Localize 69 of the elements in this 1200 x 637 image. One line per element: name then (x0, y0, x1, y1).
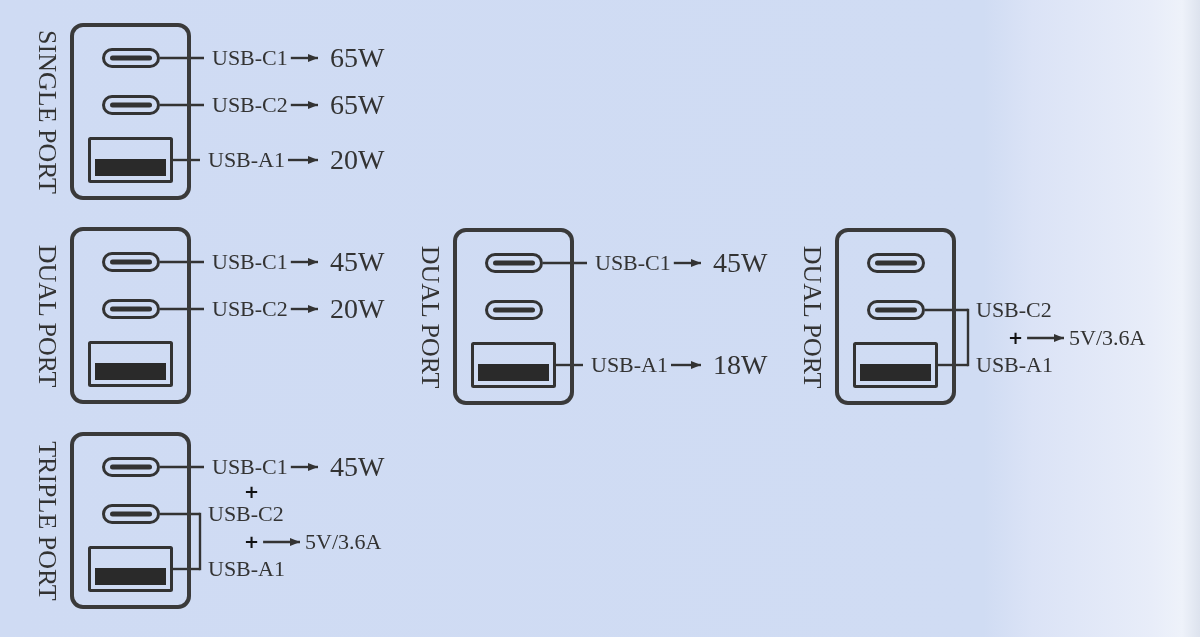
port-mode-label: DUAL PORT (417, 245, 443, 388)
usb-c-port-icon (102, 48, 160, 68)
arrow (290, 258, 318, 266)
usb-c-port-icon (485, 253, 543, 273)
leader-line (938, 363, 968, 367)
power-output: 45W (318, 450, 385, 484)
port-name: USB-C2 (204, 92, 291, 118)
usb-c-port-icon (485, 300, 543, 320)
port-name: USB-C2 (968, 297, 1055, 323)
power-output: 5V/3.6A (300, 529, 382, 555)
arrow (290, 463, 318, 471)
port-mode-label: SINGLE PORT (34, 29, 60, 194)
power-output: 45W (701, 246, 768, 280)
power-output: 5V/3.6A (1064, 325, 1146, 351)
arrow (1027, 334, 1064, 342)
port-mode-label: TRIPLE PORT (34, 440, 60, 601)
arrow (290, 54, 318, 62)
leader-line (160, 307, 204, 311)
arrow (263, 538, 300, 546)
power-output: 20W (318, 292, 385, 326)
power-output: 65W (318, 88, 385, 122)
port-name: USB-A1 (200, 147, 288, 173)
port-name: USB-C2 (204, 296, 291, 322)
leader-line (925, 308, 968, 312)
usb-c-port-icon (102, 504, 160, 524)
bracket-line (198, 512, 202, 571)
power-output: 20W (318, 143, 385, 177)
leader-line (160, 260, 204, 264)
plus-sign: + (1004, 327, 1028, 349)
port-name: USB-C1 (204, 454, 291, 480)
usb-c-port-icon (102, 299, 160, 319)
port-mode-label: DUAL PORT (799, 245, 825, 388)
port-mode-label: DUAL PORT (34, 244, 60, 387)
arrow (673, 259, 701, 267)
port-name: USB-A1 (968, 352, 1056, 378)
usb-a-port-icon (88, 546, 173, 592)
leader-line (543, 261, 587, 265)
port-name: USB-A1 (583, 352, 671, 378)
leader-line (160, 465, 204, 469)
usb-c-port-icon (867, 300, 925, 320)
power-output: 18W (701, 348, 768, 382)
usb-a-port-icon (88, 341, 173, 387)
leader-line (173, 567, 200, 571)
leader-line (160, 56, 204, 60)
port-name: USB-C1 (204, 45, 291, 71)
usb-a-port-icon (88, 137, 173, 183)
arrow (290, 305, 318, 313)
plus-sign: + (243, 481, 261, 503)
usb-a-port-icon (471, 342, 556, 388)
port-name: USB-A1 (200, 556, 288, 582)
usb-c-port-icon (102, 457, 160, 477)
leader-line (160, 512, 200, 516)
power-output: 65W (318, 41, 385, 75)
arrow (290, 101, 318, 109)
usb-c-port-icon (102, 252, 160, 272)
leader-line (556, 363, 583, 367)
plus-sign: + (240, 531, 264, 553)
usb-c-port-icon (867, 253, 925, 273)
usb-a-port-icon (853, 342, 938, 388)
arrow (671, 361, 701, 369)
arrow (288, 156, 318, 164)
leader-line (173, 158, 200, 162)
usb-c-port-icon (102, 95, 160, 115)
power-output: 45W (318, 245, 385, 279)
leader-line (160, 103, 204, 107)
port-name: USB-C2 (200, 501, 287, 527)
bracket-line (966, 308, 970, 367)
port-name: USB-C1 (587, 250, 674, 276)
port-name: USB-C1 (204, 249, 291, 275)
